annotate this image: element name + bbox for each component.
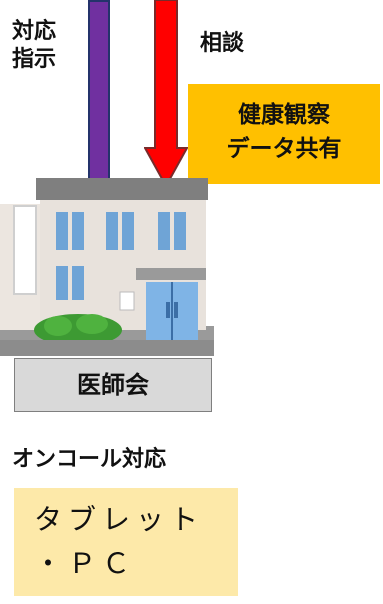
health-data-sharing-box: 健康観察 データ共有 — [188, 84, 380, 184]
response-instruction-label: 対応 指示 — [12, 19, 57, 72]
purple-arrow-icon — [88, 0, 110, 184]
red-arrow-icon — [144, 0, 188, 188]
devices-box: タブレット ・ＰＣ — [14, 488, 238, 596]
clinic-building-icon — [0, 178, 214, 356]
consultation-label: 相談 — [200, 31, 245, 56]
medical-association-box: 医師会 — [14, 358, 212, 412]
on-call-label: オンコール対応 — [12, 447, 167, 472]
